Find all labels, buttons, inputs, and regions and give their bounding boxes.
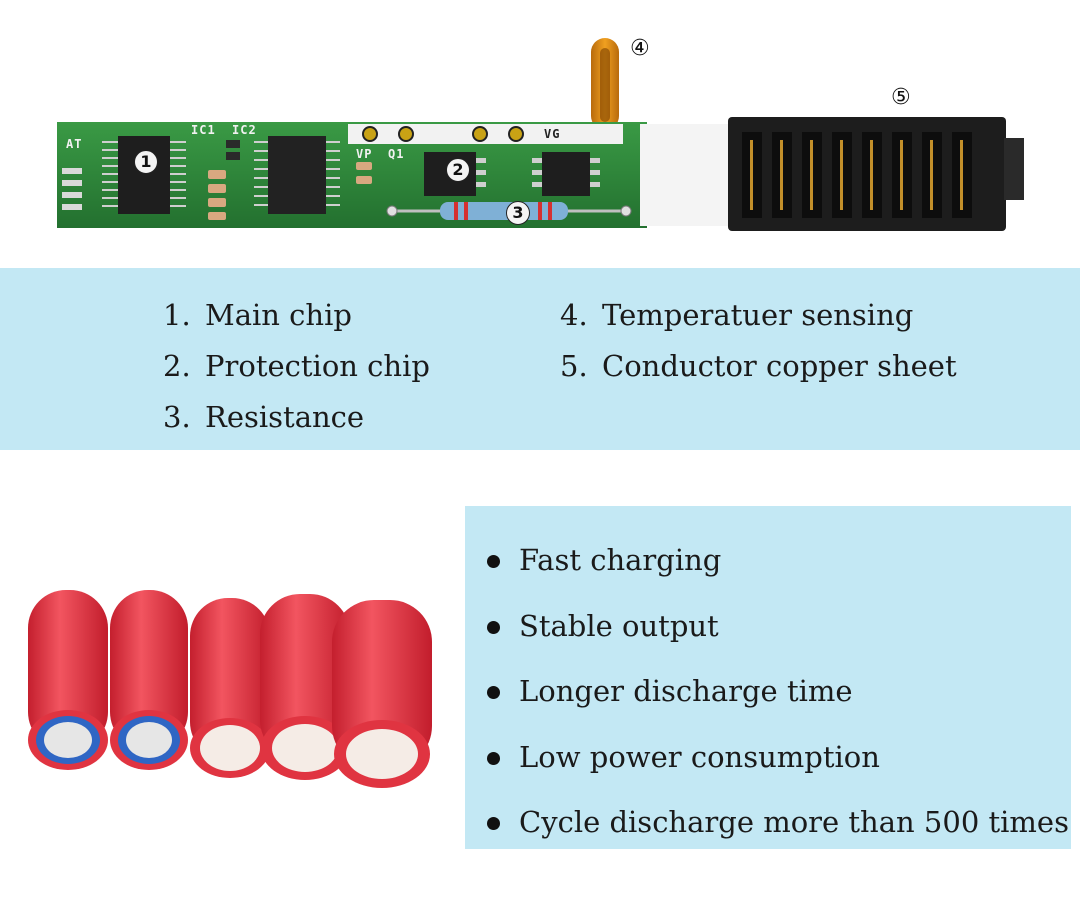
callout-4: ④ bbox=[630, 36, 650, 61]
legend-label: Temperatuer sensing bbox=[602, 298, 914, 332]
pcb-board-graphic bbox=[57, 38, 1024, 231]
silk-label-vg: VG bbox=[544, 127, 561, 141]
feature-item: Stable output bbox=[487, 594, 1071, 660]
bullet-icon bbox=[487, 751, 500, 765]
callout-5: ⑤ bbox=[891, 85, 911, 110]
feature-text: Low power consumption bbox=[519, 739, 880, 774]
feature-text: Cycle discharge more than 500 times bbox=[519, 805, 1069, 839]
bullet-icon bbox=[487, 620, 500, 634]
features-list: Fast charging Stable output Longer disch… bbox=[465, 506, 1071, 856]
legend-number: 4. bbox=[560, 298, 588, 332]
feature-text: Longer discharge time bbox=[519, 674, 853, 708]
legend-number: 5. bbox=[560, 349, 588, 383]
main-chip bbox=[118, 136, 170, 214]
feature-item: Cycle discharge more than 500 times bbox=[487, 790, 1071, 856]
features-panel: Fast charging Stable output Longer disch… bbox=[465, 506, 1071, 849]
legend-label: Conductor copper sheet bbox=[602, 349, 957, 383]
silk-label-q1: Q1 bbox=[388, 147, 405, 161]
battery-cell-1 bbox=[28, 590, 108, 770]
legend-item-main-chip: 1. Main chip bbox=[163, 290, 430, 341]
silk-label-vp: VP bbox=[356, 147, 373, 161]
legend-label: Protection chip bbox=[205, 349, 430, 383]
legend-item-temperature-sensing: 4. Temperatuer sensing bbox=[560, 290, 957, 341]
legend-column-right: 4. Temperatuer sensing 5. Conductor copper… bbox=[560, 290, 957, 392]
battery-cell-4 bbox=[260, 594, 350, 780]
feature-item: Fast charging bbox=[487, 528, 1071, 594]
legend-item-protection-chip: 2. Protection chip bbox=[163, 341, 430, 392]
feature-item: Longer discharge time bbox=[487, 659, 1071, 725]
legend-number: 3. bbox=[163, 400, 191, 434]
bullet-icon bbox=[487, 817, 500, 830]
battery-cells-graphic bbox=[28, 590, 432, 788]
callout-badge-2: 2 bbox=[446, 158, 470, 182]
legend-item-conductor-copper-sheet: 5. Conductor copper sheet bbox=[560, 341, 957, 392]
legend-label: Resistance bbox=[205, 400, 365, 434]
battery-cell-5 bbox=[332, 600, 432, 788]
pcb-illustration: AT IC1 IC2 VP Q1 VG 1 2 3 ④ ⑤ bbox=[0, 0, 1080, 262]
battery-cell-2 bbox=[110, 590, 188, 770]
callout-badge-1: 1 bbox=[134, 150, 158, 174]
battery-cells-illustration bbox=[20, 580, 440, 790]
callout-badge-3: 3 bbox=[506, 201, 530, 225]
component-legend: 1. Main chip 2. Protection chip 3. Resistan… bbox=[0, 268, 1080, 450]
battery-cell-3 bbox=[190, 598, 270, 778]
legend-label: Main chip bbox=[205, 298, 352, 332]
legend-column-left: 1. Main chip 2. Protection chip 3. Resistan… bbox=[163, 290, 430, 443]
feature-text: Stable output bbox=[519, 608, 719, 643]
legend-number: 2. bbox=[163, 349, 191, 383]
legend-number: 1. bbox=[163, 298, 191, 332]
bullet-icon bbox=[487, 686, 500, 699]
resistor bbox=[440, 202, 568, 220]
ic2-chip bbox=[268, 136, 326, 214]
feature-item: Low power consumption bbox=[487, 725, 1071, 791]
protection-chip-2 bbox=[542, 152, 590, 196]
silk-label-at: AT bbox=[66, 137, 83, 151]
silk-label-ic2: IC2 bbox=[232, 123, 257, 137]
silk-label-ic1: IC1 bbox=[191, 123, 216, 137]
feature-text: Fast charging bbox=[519, 543, 722, 577]
legend-item-resistance: 3. Resistance bbox=[163, 392, 430, 443]
bullet-icon bbox=[487, 555, 500, 568]
